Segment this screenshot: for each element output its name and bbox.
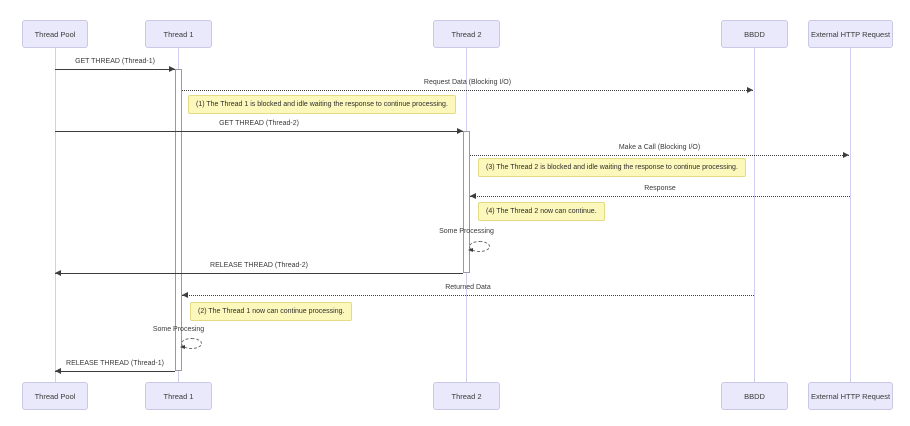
actor-box-top-thread-1: Thread 1 [145, 20, 212, 48]
message-arrowhead-6 [182, 292, 188, 298]
message-line-0 [55, 69, 175, 70]
message-arrowhead-7 [55, 368, 61, 374]
lifeline-external-http-request [850, 47, 851, 383]
actor-box-bottom-thread-2: Thread 2 [433, 382, 500, 410]
note-3: (3) The Thread 2 is blocked and idle wai… [478, 158, 746, 177]
message-line-1 [182, 90, 753, 91]
actor-box-top-thread-2: Thread 2 [433, 20, 500, 48]
message-line-7 [55, 371, 175, 372]
message-arrowhead-0 [169, 66, 175, 72]
message-arrowhead-2 [457, 128, 463, 134]
message-line-2 [55, 131, 463, 132]
self-loop-arrowhead-thread-2 [467, 248, 473, 252]
self-loop-thread-2 [468, 241, 490, 252]
activation-bar-thread-1 [175, 69, 182, 371]
note-4: (4) The Thread 2 now can continue. [478, 202, 605, 221]
lifeline-bbdd [754, 47, 755, 383]
actor-box-bottom-thread-pool: Thread Pool [22, 382, 88, 410]
actor-box-top-bbdd: BBDD [721, 20, 788, 48]
message-label-2: GET THREAD (Thread-2) [219, 120, 299, 127]
message-arrowhead-1 [747, 87, 753, 93]
self-loop-label-thread-2: Some Processing [439, 228, 494, 235]
actor-box-bottom-thread-1: Thread 1 [145, 382, 212, 410]
message-label-1: Request Data (Blocking I/O) [423, 79, 512, 86]
message-line-3 [470, 155, 849, 156]
lifeline-thread-pool [54, 47, 56, 383]
actor-box-bottom-bbdd: BBDD [721, 382, 788, 410]
actor-box-top-thread-pool: Thread Pool [22, 20, 88, 48]
message-arrowhead-5 [55, 270, 61, 276]
message-label-0: GET THREAD (Thread-1) [75, 58, 155, 65]
actor-box-top-external-http-request: External HTTP Request [808, 20, 893, 48]
message-line-5 [55, 273, 463, 274]
actor-box-bottom-external-http-request: External HTTP Request [808, 382, 893, 410]
message-label-4: Response [644, 185, 676, 192]
note-2: (2) The Thread 1 now can continue proces… [190, 302, 353, 321]
self-loop-thread-1 [180, 338, 202, 349]
message-line-6 [182, 295, 754, 296]
note-1: (1) The Thread 1 is blocked and idle wai… [188, 95, 456, 114]
message-label-5: RELEASE THREAD (Thread-2) [210, 262, 308, 269]
self-loop-arrowhead-thread-1 [179, 345, 185, 349]
message-arrowhead-3 [843, 152, 849, 158]
message-label-7: RELEASE THREAD (Thread-1) [66, 360, 164, 367]
self-loop-label-thread-1: Some Procesing [152, 326, 205, 333]
message-label-6: Returned Data [445, 284, 491, 291]
message-line-4 [470, 196, 850, 197]
message-arrowhead-4 [470, 193, 476, 199]
activation-bar-thread-2 [463, 131, 470, 273]
message-label-3: Make a Call (Blocking I/O) [618, 144, 701, 151]
